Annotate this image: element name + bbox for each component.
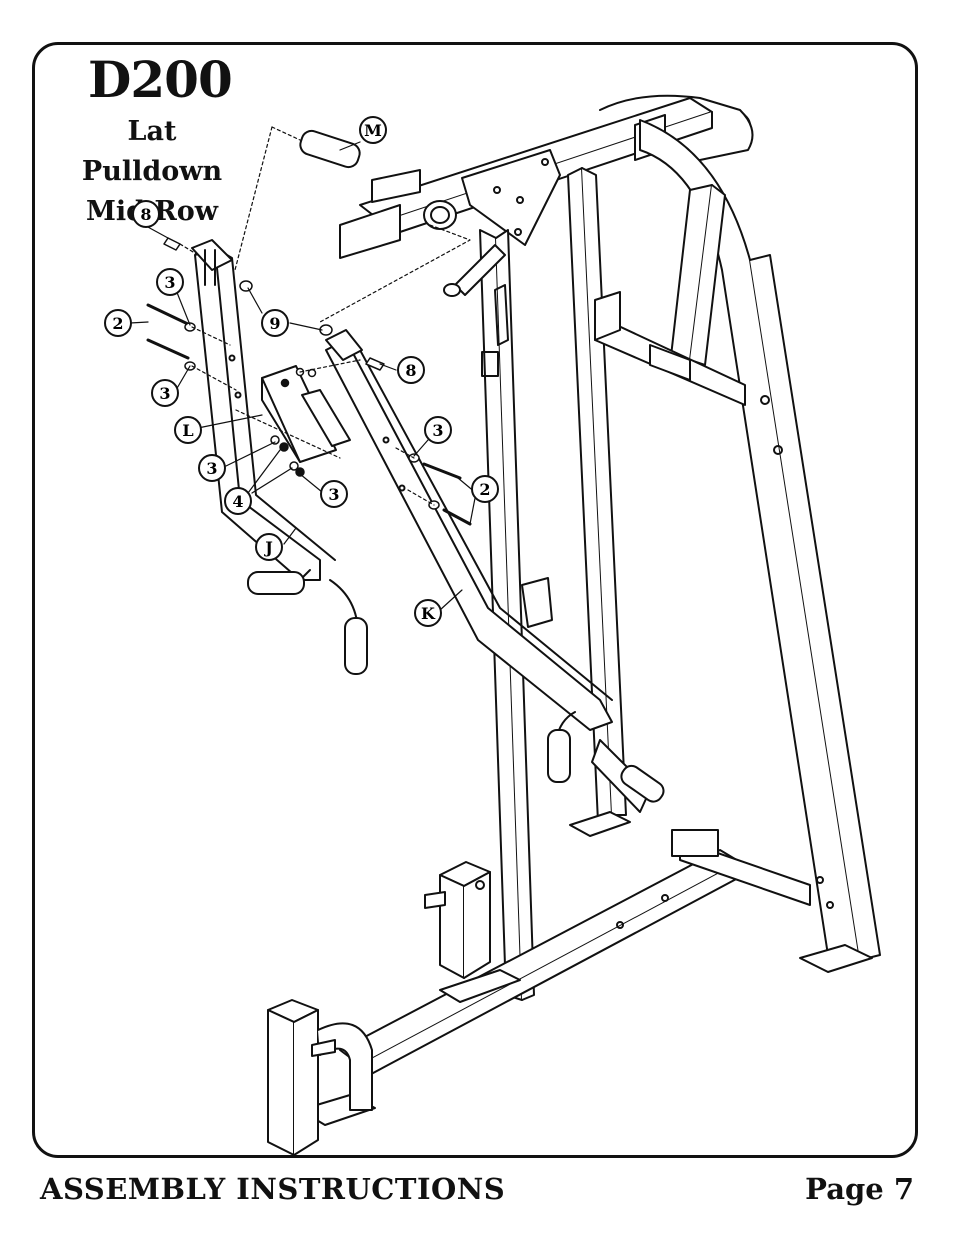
svg-text:3: 3 [159, 384, 170, 403]
callout-2-left: 2 [104, 309, 132, 337]
model-title: D200 [88, 50, 233, 109]
callout-3-mid: 3 [198, 454, 226, 482]
leader-lines [129, 141, 477, 611]
callout-3-center: 3 [320, 480, 348, 508]
callout-3-right-upper: 3 [424, 416, 452, 444]
callout-m: M [359, 116, 387, 144]
callout-j: J [255, 533, 283, 561]
callouts: M 8 3 2 9 8 3 L 3 3 4 3 2 J K [104, 116, 499, 627]
subtitle-line-1: Lat Pulldown [81, 116, 223, 187]
footer-title: ASSEMBLY INSTRUCTIONS [40, 1172, 506, 1206]
svg-text:8: 8 [140, 205, 151, 224]
svg-text:3: 3 [206, 459, 217, 478]
assembly-guides [179, 126, 471, 506]
callout-k: K [414, 599, 442, 627]
svg-text:M: M [364, 121, 382, 140]
callout-2-right: 2 [471, 475, 499, 503]
callout-3-upper-left: 3 [156, 268, 184, 296]
page-number: Page 7 [805, 1172, 914, 1206]
callout-3-lower-left: 3 [151, 379, 179, 407]
part-m [299, 129, 506, 297]
svg-text:9: 9 [269, 314, 280, 333]
callout-4: 4 [224, 487, 252, 515]
svg-text:J: J [263, 538, 273, 557]
svg-text:L: L [182, 421, 193, 440]
hardware [146, 237, 472, 526]
svg-text:3: 3 [432, 421, 443, 440]
svg-text:2: 2 [479, 480, 490, 499]
svg-text:K: K [421, 604, 436, 623]
subtitle: Lat Pulldown Mid Row [54, 112, 250, 232]
main-frame [267, 94, 881, 1156]
callout-9: 9 [261, 309, 289, 337]
arm-k [325, 329, 665, 813]
svg-text:3: 3 [328, 485, 339, 504]
callout-8-top: 8 [132, 200, 160, 228]
svg-text:3: 3 [164, 273, 175, 292]
svg-text:2: 2 [112, 314, 123, 333]
callout-l: L [174, 416, 202, 444]
callout-8-right: 8 [397, 356, 425, 384]
page-border [32, 42, 918, 1158]
svg-text:4: 4 [232, 492, 243, 511]
svg-text:8: 8 [405, 361, 416, 380]
